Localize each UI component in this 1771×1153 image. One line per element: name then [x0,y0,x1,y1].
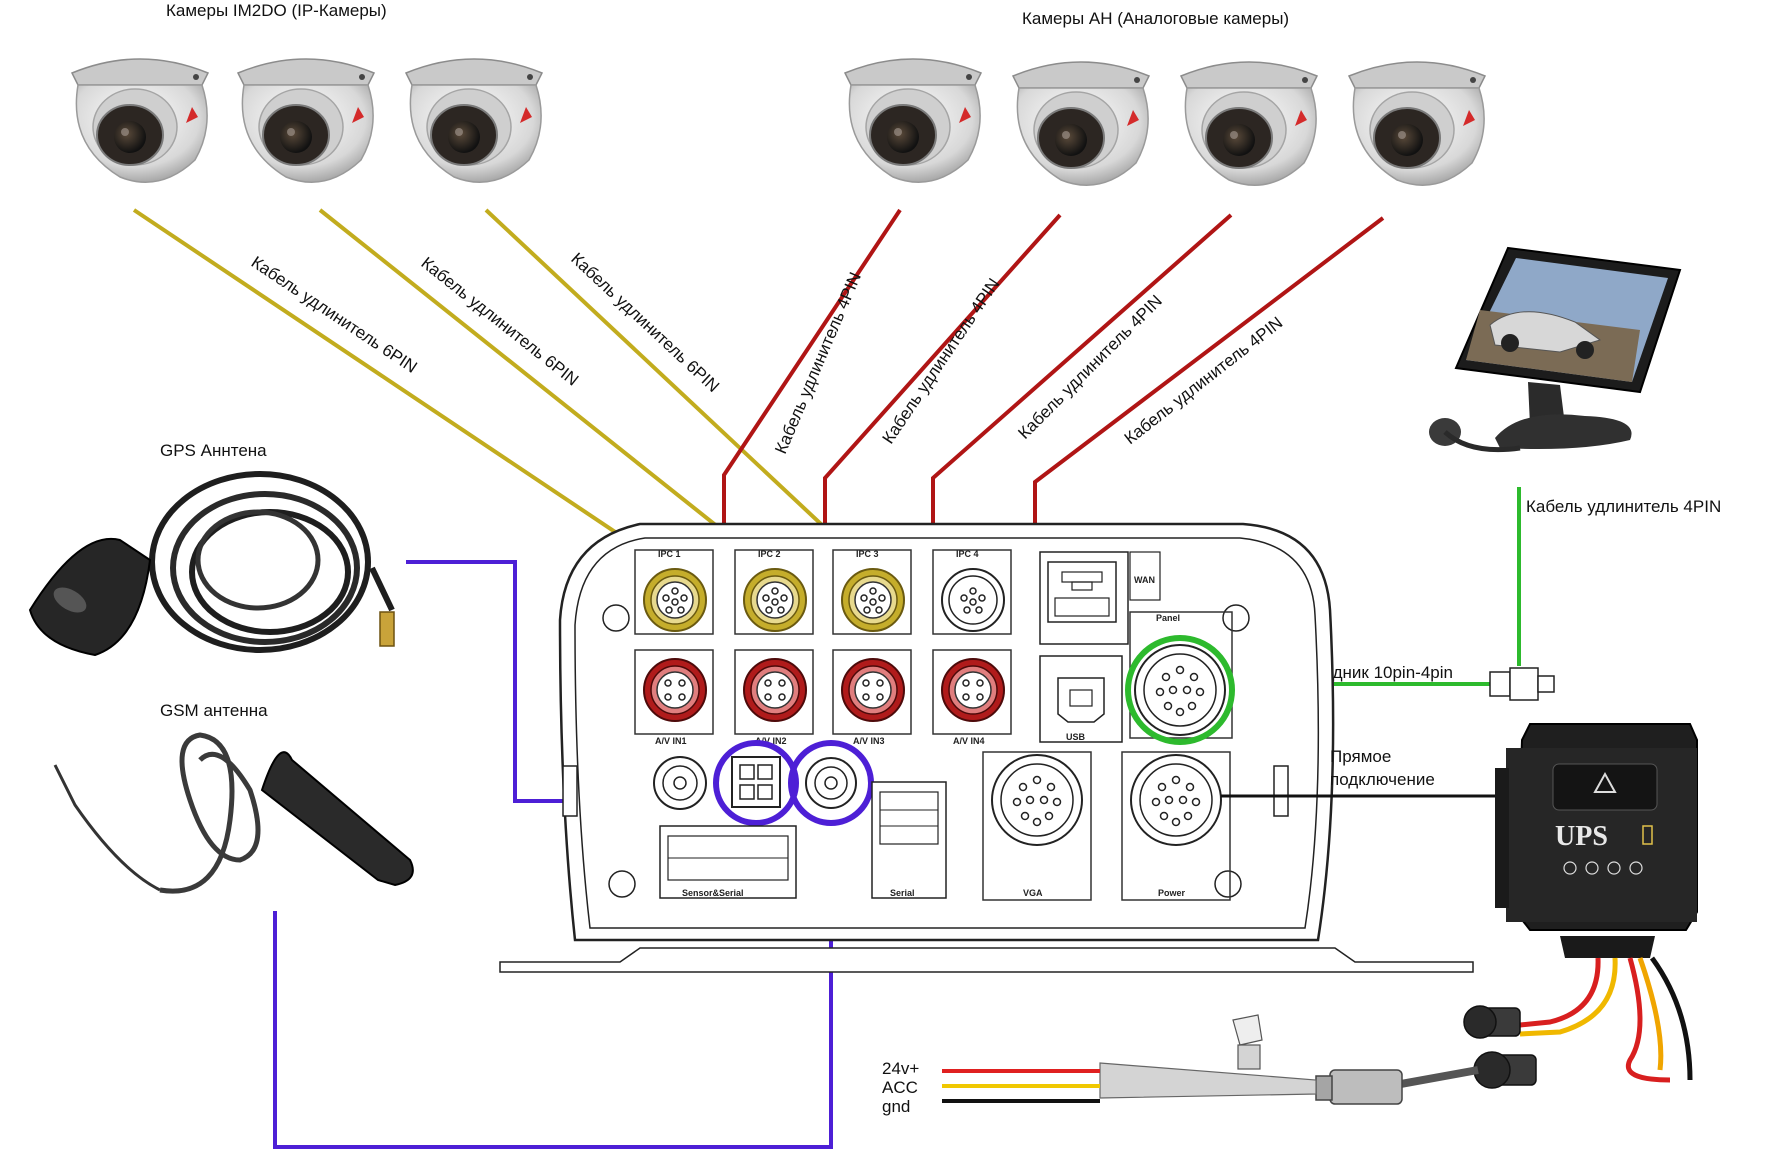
av-port-3 [832,649,912,735]
power-harness [1099,1014,1479,1105]
vga-port [982,751,1092,901]
av4-cable-label: Кабель удлинитель 4PIN [1121,313,1287,448]
power-input-wires [942,1069,1100,1103]
gps-antenna-label: GPS Аннтена [160,441,267,460]
ipc-cables [132,208,872,572]
ip-cameras-title: Камеры IM2DO (IP-Камеры) [166,1,387,20]
panel-port [1125,611,1235,745]
wan-port-label: WAN [1134,575,1155,585]
ipc-port-1-label: IPC 1 [658,549,681,559]
ups-output-connectors [1463,1005,1537,1089]
ipc-port-2 [734,549,814,635]
av-port-3-label: A/V IN3 [853,736,885,746]
ipc-ports: IPC 1 IPC 2 IPC 3 IPC 4 [634,549,1012,635]
ipc-port-3 [832,549,912,635]
ups-wires [1519,956,1693,1083]
gsm-cable [273,823,833,1149]
av-port-4-label: A/V IN4 [953,736,985,746]
gsm-antenna [53,732,414,894]
vga-label: VGA [1023,888,1043,898]
ahd-camera-3 [1180,61,1318,187]
av1-cable-label: Кабель удлинитель 4PIN [771,269,865,456]
ups-unit: UPS [1495,723,1698,958]
sensor-serial-label: Sensor&Serial [682,888,744,898]
ip-camera-2 [237,58,375,184]
ahd-camera-1 [844,58,982,184]
gps-antenna [28,471,395,657]
panel-port-label: Panel [1156,613,1180,623]
serial-label: Serial [890,888,915,898]
ip-camera-1 [71,58,209,184]
ipc-port-1 [634,549,714,635]
ipc-port-2-label: IPC 2 [758,549,781,559]
ip-camera-3 [405,58,543,184]
av-port-2 [734,649,814,735]
wifi-antenna-port [653,756,707,810]
ahd-cameras-title: Камеры AH (Аналоговые камеры) [1022,9,1289,28]
direct-connection-label-2: подключение [1330,770,1435,789]
sensor-serial-port [659,825,797,899]
ups-label: UPS [1555,821,1608,852]
gps-antenna-port [713,740,799,826]
serial-port [871,781,947,899]
ipc1-cable [132,208,674,572]
power-port [1121,751,1231,901]
usb-port [1039,655,1123,743]
ipc3-cable-label: Кабель удлинитель 6PIN [567,249,723,396]
power-label: Power [1158,888,1186,898]
monitor [1429,246,1682,453]
adapter-connector [1489,667,1555,701]
ahd-camera-4 [1348,61,1486,187]
ipc2-cable [318,208,774,572]
wire-acc-label: ACC [882,1078,918,1097]
ipc-port-3-label: IPC 3 [856,549,879,559]
av-port-2-label: A/V IN2 [755,736,787,746]
ipc3-cable [484,208,872,572]
usb-port-label: USB [1066,732,1086,742]
ipc2-cable-label: Кабель удлинитель 6PIN [418,253,583,389]
wire-24v-label: 24v+ [882,1059,919,1078]
antenna-ports [653,740,874,826]
wire-gnd-label: gnd [882,1097,910,1116]
gsm-antenna-label: GSM антенна [160,701,268,720]
ipc-port-4-label: IPC 4 [956,549,979,559]
ahd-camera-2 [1012,61,1150,187]
av2-cable-label: Кабель удлинитель 4PIN [879,275,1004,447]
av-port-1 [634,649,714,735]
av-port-4 [932,649,1012,735]
av-port-1-label: A/V IN1 [655,736,687,746]
gsm-antenna-port [788,740,874,826]
direct-connection-label-1: Прямое [1330,747,1391,766]
ipc-port-4 [932,549,1012,635]
av-ports: A/V IN1 A/V IN2 A/V IN3 A/V IN4 [634,649,1012,746]
wan-port [1039,551,1161,645]
monitor-cable-label: Кабель удлинитель 4PIN [1526,497,1721,516]
